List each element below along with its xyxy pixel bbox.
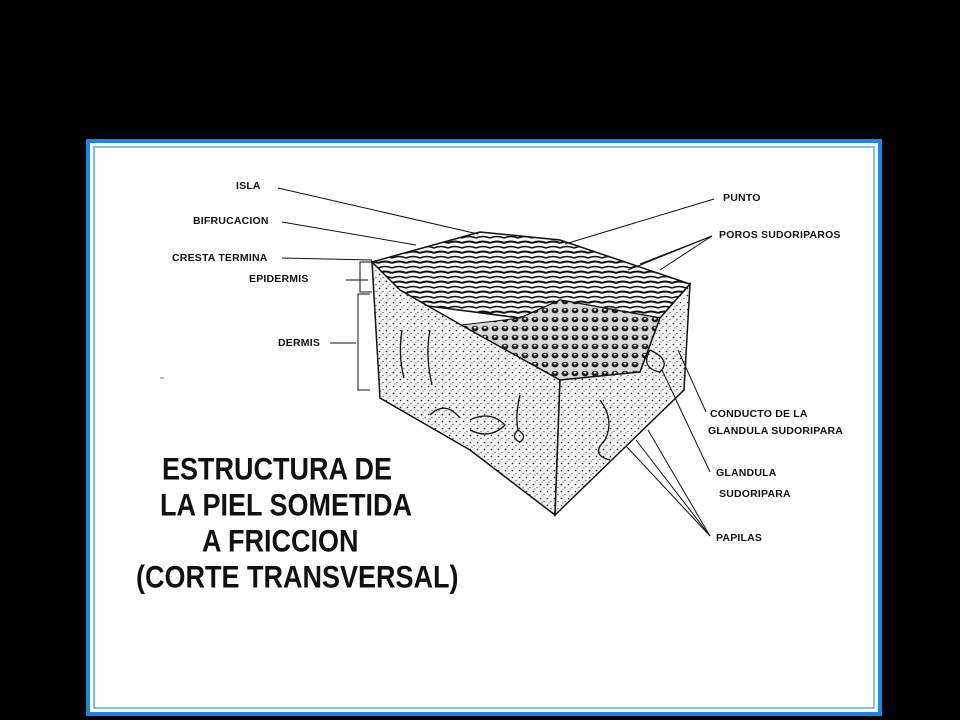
label-glandula-line1: GLANDULA: [716, 467, 777, 479]
title-line-2: LA PIEL SOMETIDA: [160, 488, 413, 523]
label-conducto-line1: CONDUCTO DE LA: [710, 408, 808, 420]
label-poros-sudoriparos: POROS SUDORIPAROS: [719, 229, 841, 241]
leader-lines: [277, 187, 715, 537]
title-line-3: A FRICCION: [202, 524, 359, 559]
label-glandula-line2: SUDORIPARA: [719, 488, 791, 500]
label-conducto-line2: GLANDULA SUDORIPARA: [708, 425, 844, 437]
label-cresta-termina: CRESTA TERMINA: [172, 252, 268, 264]
label-isla: ISLA: [236, 180, 261, 192]
label-papilas: PAPILAS: [716, 532, 763, 544]
label-dermis: DERMIS: [278, 337, 321, 349]
title-line-1: ESTRUCTURA DE: [162, 452, 393, 487]
label-punto: PUNTO: [723, 192, 761, 204]
dermis-right-face: [554, 281, 691, 517]
label-epidermis: EPIDERMIS: [249, 273, 309, 285]
title-line-4: (CORTE TRANSVERSAL): [136, 560, 459, 595]
label-bifrucacion: BIFRUCACION: [193, 215, 269, 227]
sweat-glands: [399, 329, 665, 461]
